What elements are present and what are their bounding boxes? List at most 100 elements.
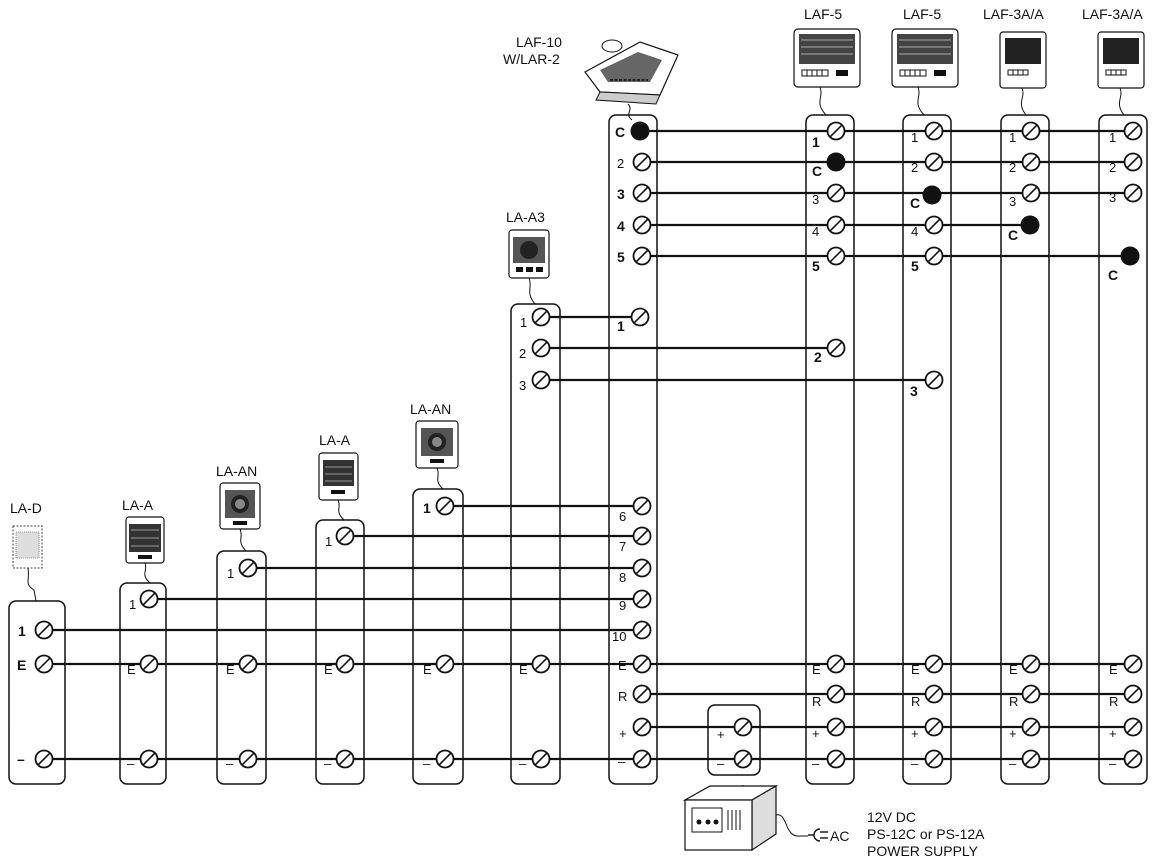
svg-text:+: +	[911, 726, 919, 741]
strip-la-a-2	[315, 519, 365, 785]
strip-laf-3a-a-b	[1098, 114, 1148, 785]
svg-text:1: 1	[227, 566, 234, 581]
svg-text:–: –	[618, 754, 626, 769]
la-a-station-icon	[318, 452, 359, 521]
wires	[44, 129, 1134, 835]
svg-text:+: +	[812, 726, 820, 741]
svg-text:3: 3	[617, 186, 625, 202]
svg-text:–: –	[423, 756, 431, 771]
label-laf-5-a: LAF-5	[804, 6, 842, 22]
svg-text:–: –	[127, 756, 135, 771]
label-laf-10: LAF-10	[516, 34, 562, 50]
psu-title: POWER SUPPLY	[867, 843, 979, 859]
svg-text:+: +	[619, 726, 627, 741]
station-names: LA-D LA-A LA-AN LA-A LA-AN LA-A3 LAF-10 …	[10, 6, 1143, 516]
svg-text:2: 2	[814, 349, 822, 365]
label-la-a-2: LA-A	[319, 432, 351, 448]
strip-psu	[707, 704, 761, 776]
svg-text:E: E	[1109, 662, 1118, 677]
strip-la-an-2	[412, 488, 464, 785]
svg-text:R: R	[618, 689, 627, 704]
svg-text:3: 3	[1109, 190, 1116, 205]
svg-text:4: 4	[617, 218, 625, 234]
svg-text:1: 1	[325, 534, 332, 549]
ac-plug-icon	[808, 828, 828, 842]
svg-text:E: E	[1009, 662, 1018, 677]
svg-text:E: E	[226, 662, 235, 677]
svg-text:E: E	[423, 662, 432, 677]
svg-text:5: 5	[911, 258, 919, 274]
svg-text:R: R	[911, 694, 920, 709]
svg-text:3: 3	[910, 383, 918, 399]
svg-text:2: 2	[911, 160, 918, 175]
svg-text:C: C	[812, 163, 822, 179]
svg-text:C: C	[615, 124, 625, 140]
laf-10-master-icon	[584, 39, 679, 121]
svg-text:E: E	[618, 658, 627, 673]
terminal-labels: 1 E – 1 E – 1 E – 1 E – 1 E – 1 2 3 E – …	[17, 124, 1118, 771]
label-laf-3a-a-a: LAF-3A/A	[983, 6, 1044, 22]
strip-la-a-1	[119, 582, 167, 785]
svg-text:C: C	[1008, 227, 1018, 243]
svg-text:1: 1	[129, 597, 136, 612]
svg-text:–: –	[717, 756, 725, 771]
strip-laf-3a-a-a	[1000, 114, 1050, 785]
laf-5-master-icon	[891, 28, 959, 116]
label-la-d: LA-D	[10, 500, 42, 516]
svg-text:E: E	[519, 662, 528, 677]
la-a-station-icon	[125, 516, 165, 584]
strip-laf-5-a	[805, 114, 855, 785]
svg-text:E: E	[324, 662, 333, 677]
svg-text:7: 7	[619, 539, 626, 554]
svg-text:–: –	[17, 751, 25, 767]
la-d-station-icon	[12, 525, 43, 602]
power-supply-labels: AC 12V DC PS-12C or PS-12A POWER SUPPLY	[830, 809, 985, 859]
svg-text:R: R	[1009, 694, 1018, 709]
svg-text:10: 10	[612, 629, 626, 644]
label-la-an-1: LA-AN	[216, 463, 257, 479]
psu-voltage: 12V DC	[867, 809, 916, 825]
svg-text:–: –	[1009, 756, 1017, 771]
svg-text:2: 2	[1009, 160, 1016, 175]
svg-text:2: 2	[519, 346, 526, 361]
svg-text:1: 1	[1109, 130, 1116, 145]
laf-3a-a-master-icon	[1097, 31, 1145, 116]
svg-text:3: 3	[812, 192, 819, 207]
label-la-a-1: LA-A	[122, 497, 154, 513]
svg-text:1: 1	[812, 134, 820, 150]
svg-text:–: –	[519, 756, 527, 771]
laf-5-master-icon	[793, 28, 861, 116]
svg-text:3: 3	[1009, 194, 1016, 209]
label-laf-10-lar: W/LAR-2	[503, 51, 560, 67]
svg-text:8: 8	[619, 570, 626, 585]
svg-text:+: +	[1009, 726, 1017, 741]
la-a3-station-icon	[508, 229, 550, 305]
label-la-an-2: LA-AN	[410, 401, 451, 417]
svg-text:E: E	[17, 657, 26, 673]
laf-3a-a-master-icon	[999, 31, 1047, 116]
strip-la-d	[8, 600, 66, 785]
svg-text:1: 1	[520, 315, 527, 330]
svg-text:+: +	[717, 727, 725, 742]
strip-laf-5-b	[902, 114, 952, 785]
label-laf-3a-a-b: LAF-3A/A	[1082, 6, 1143, 22]
svg-text:5: 5	[617, 249, 625, 265]
svg-text:E: E	[127, 662, 136, 677]
svg-text:2: 2	[617, 156, 624, 171]
svg-text:1: 1	[1009, 130, 1016, 145]
svg-text:–: –	[324, 756, 332, 771]
svg-text:9: 9	[619, 598, 626, 613]
svg-text:C: C	[1108, 267, 1118, 283]
svg-text:E: E	[812, 662, 821, 677]
svg-text:R: R	[812, 694, 821, 709]
svg-text:4: 4	[911, 224, 918, 239]
svg-text:2: 2	[1109, 160, 1116, 175]
svg-text:C: C	[910, 195, 920, 211]
svg-text:E: E	[911, 662, 920, 677]
svg-text:1: 1	[617, 318, 625, 334]
label-laf-5-b: LAF-5	[903, 6, 941, 22]
label-la-a3: LA-A3	[506, 209, 545, 225]
ac-label: AC	[830, 828, 849, 844]
svg-text:1: 1	[423, 500, 431, 516]
